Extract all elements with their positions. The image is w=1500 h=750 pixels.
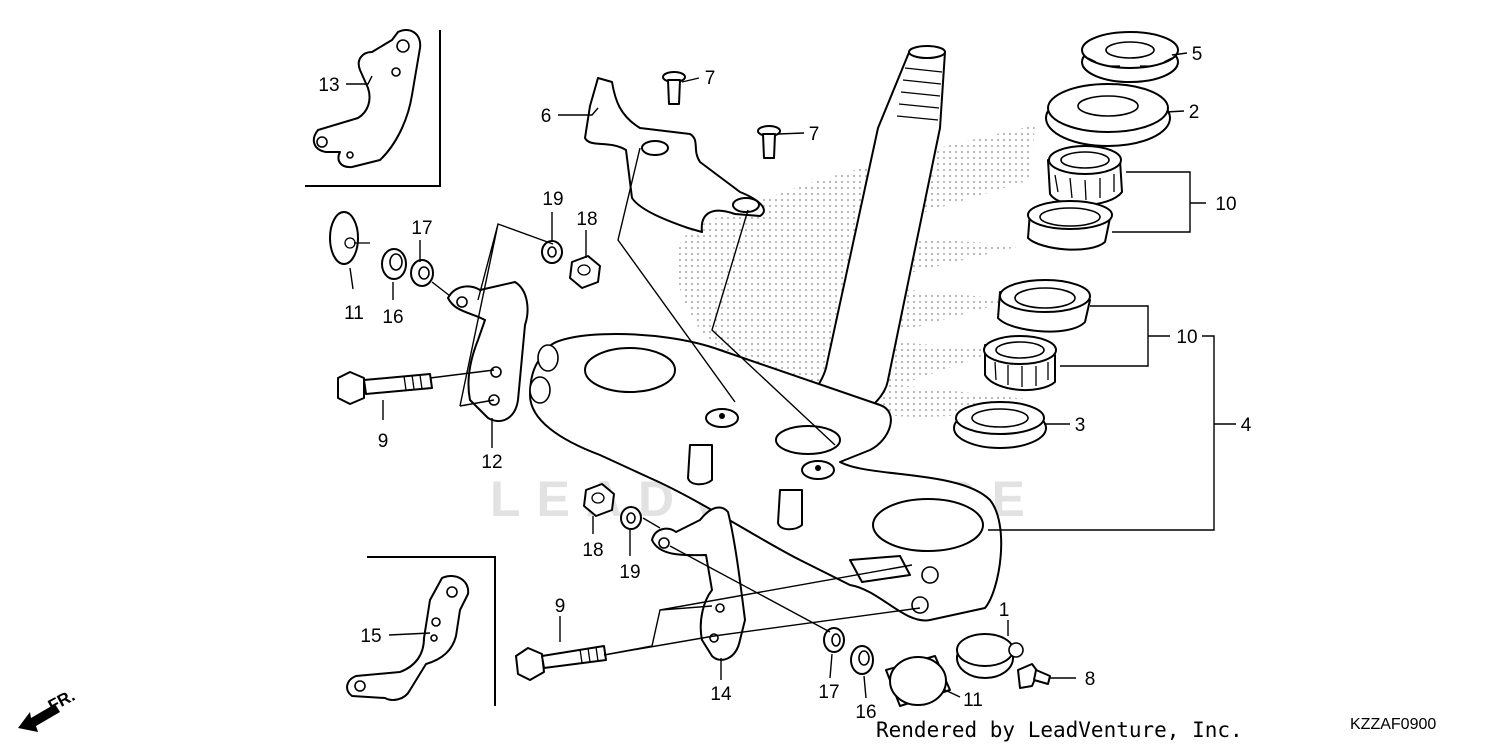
callout-10-lower: 10 <box>1176 327 1197 348</box>
callout-16-upper: 16 <box>382 307 403 328</box>
upper-cover-6 <box>584 77 765 233</box>
lower-bridge <box>529 333 1003 622</box>
diagram-code: KZZAF0900 <box>1350 716 1437 733</box>
callout-19-lower: 19 <box>619 562 640 583</box>
dust-seal-2 <box>1045 83 1171 147</box>
pad-11-upper <box>329 211 370 265</box>
bracket-14 <box>651 506 746 661</box>
pad-11-lower <box>885 655 951 707</box>
screw-7-upper <box>662 71 686 105</box>
nut-18-upper <box>569 255 601 289</box>
screw-8 <box>1017 663 1051 689</box>
callout-19-upper: 19 <box>542 189 563 210</box>
callout-labels: 1 2 3 4 5 6 7 7 8 9 9 10 10 11 11 12 13 … <box>318 44 1251 723</box>
lock-nut-5 <box>1081 31 1179 83</box>
callout-1: 1 <box>999 600 1010 621</box>
callout-15: 15 <box>360 626 381 647</box>
collar-16-lower <box>850 645 874 675</box>
callout-6: 6 <box>541 106 552 127</box>
bracket-13 <box>312 29 422 169</box>
screw-7-lower <box>757 125 781 159</box>
washer-17-upper <box>410 259 434 287</box>
callout-7-lower: 7 <box>809 124 820 145</box>
front-arrow-icon: FR. <box>18 686 78 732</box>
bracket-15 <box>346 575 470 701</box>
callout-18-upper: 18 <box>576 209 597 230</box>
washer-19-upper <box>541 240 563 264</box>
callout-5: 5 <box>1192 44 1203 65</box>
callout-17-lower: 17 <box>818 682 839 703</box>
callout-8: 8 <box>1085 669 1096 690</box>
upper-bearing-10 <box>1027 145 1123 251</box>
inset-frame-15 <box>346 556 496 706</box>
callout-13: 13 <box>318 75 339 96</box>
bolt-9-upper <box>337 371 433 405</box>
leader-lines <box>346 52 1236 699</box>
inset-frame-13 <box>305 29 441 187</box>
callout-16-lower: 16 <box>855 702 876 723</box>
callout-12: 12 <box>481 452 502 473</box>
lower-bearing-10 <box>983 279 1091 392</box>
washer-17-lower <box>823 627 845 653</box>
ring-1 <box>956 633 1024 679</box>
callout-3: 3 <box>1075 415 1086 436</box>
washer-19-lower <box>620 506 642 530</box>
nut-18-lower <box>583 483 615 517</box>
bracket-12 <box>447 281 529 422</box>
bolt-9-lower <box>515 645 607 681</box>
callout-17-upper: 17 <box>411 218 432 239</box>
callout-4: 4 <box>1241 415 1252 436</box>
callout-18-lower: 18 <box>582 540 603 561</box>
collar-16-upper <box>381 248 407 280</box>
credit-text: Rendered by LeadVenture, Inc. <box>876 718 1243 742</box>
callout-9-upper: 9 <box>378 431 389 452</box>
callout-11-lower: 11 <box>963 690 983 711</box>
callout-11-upper: 11 <box>344 303 364 324</box>
callout-10-upper: 10 <box>1215 194 1236 215</box>
dust-seal-3 <box>953 401 1047 449</box>
callout-9-lower: 9 <box>555 596 566 617</box>
callout-7-upper: 7 <box>705 68 716 89</box>
callout-2: 2 <box>1189 102 1200 123</box>
callout-14: 14 <box>710 684 732 705</box>
